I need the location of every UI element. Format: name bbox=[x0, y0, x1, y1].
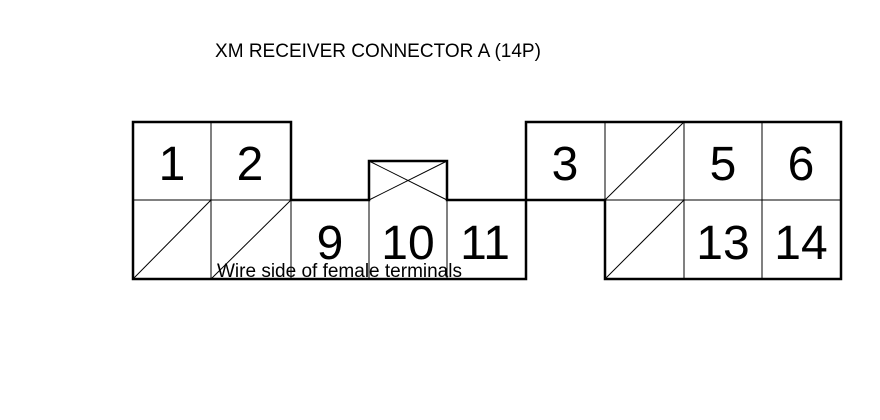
locking-tab bbox=[368, 160, 448, 201]
unused-cavity-4 bbox=[604, 121, 685, 201]
pin-9-label: 9 bbox=[317, 217, 344, 270]
unused-cavity-12 bbox=[604, 199, 685, 280]
unused-cavity-7 bbox=[132, 199, 212, 280]
wire-side-note: Wire side of female terminals bbox=[217, 261, 462, 282]
pin-2-label: 2 bbox=[237, 138, 264, 191]
unused-cavity-8 bbox=[210, 199, 292, 280]
pin-10-label: 10 bbox=[381, 217, 434, 270]
diagram-title: XM RECEIVER CONNECTOR A (14P) bbox=[215, 41, 541, 62]
pin-14-label: 14 bbox=[774, 217, 827, 270]
pin-5-label: 5 bbox=[710, 138, 737, 191]
unused-cavities bbox=[132, 121, 685, 280]
pin-1-label: 1 bbox=[159, 138, 186, 191]
connector-outline bbox=[131, 120, 843, 281]
pin-11-label: 11 bbox=[460, 217, 510, 270]
pin-13-label: 13 bbox=[696, 217, 749, 270]
pin-6-label: 6 bbox=[788, 138, 815, 191]
pin-3-label: 3 bbox=[552, 138, 579, 191]
